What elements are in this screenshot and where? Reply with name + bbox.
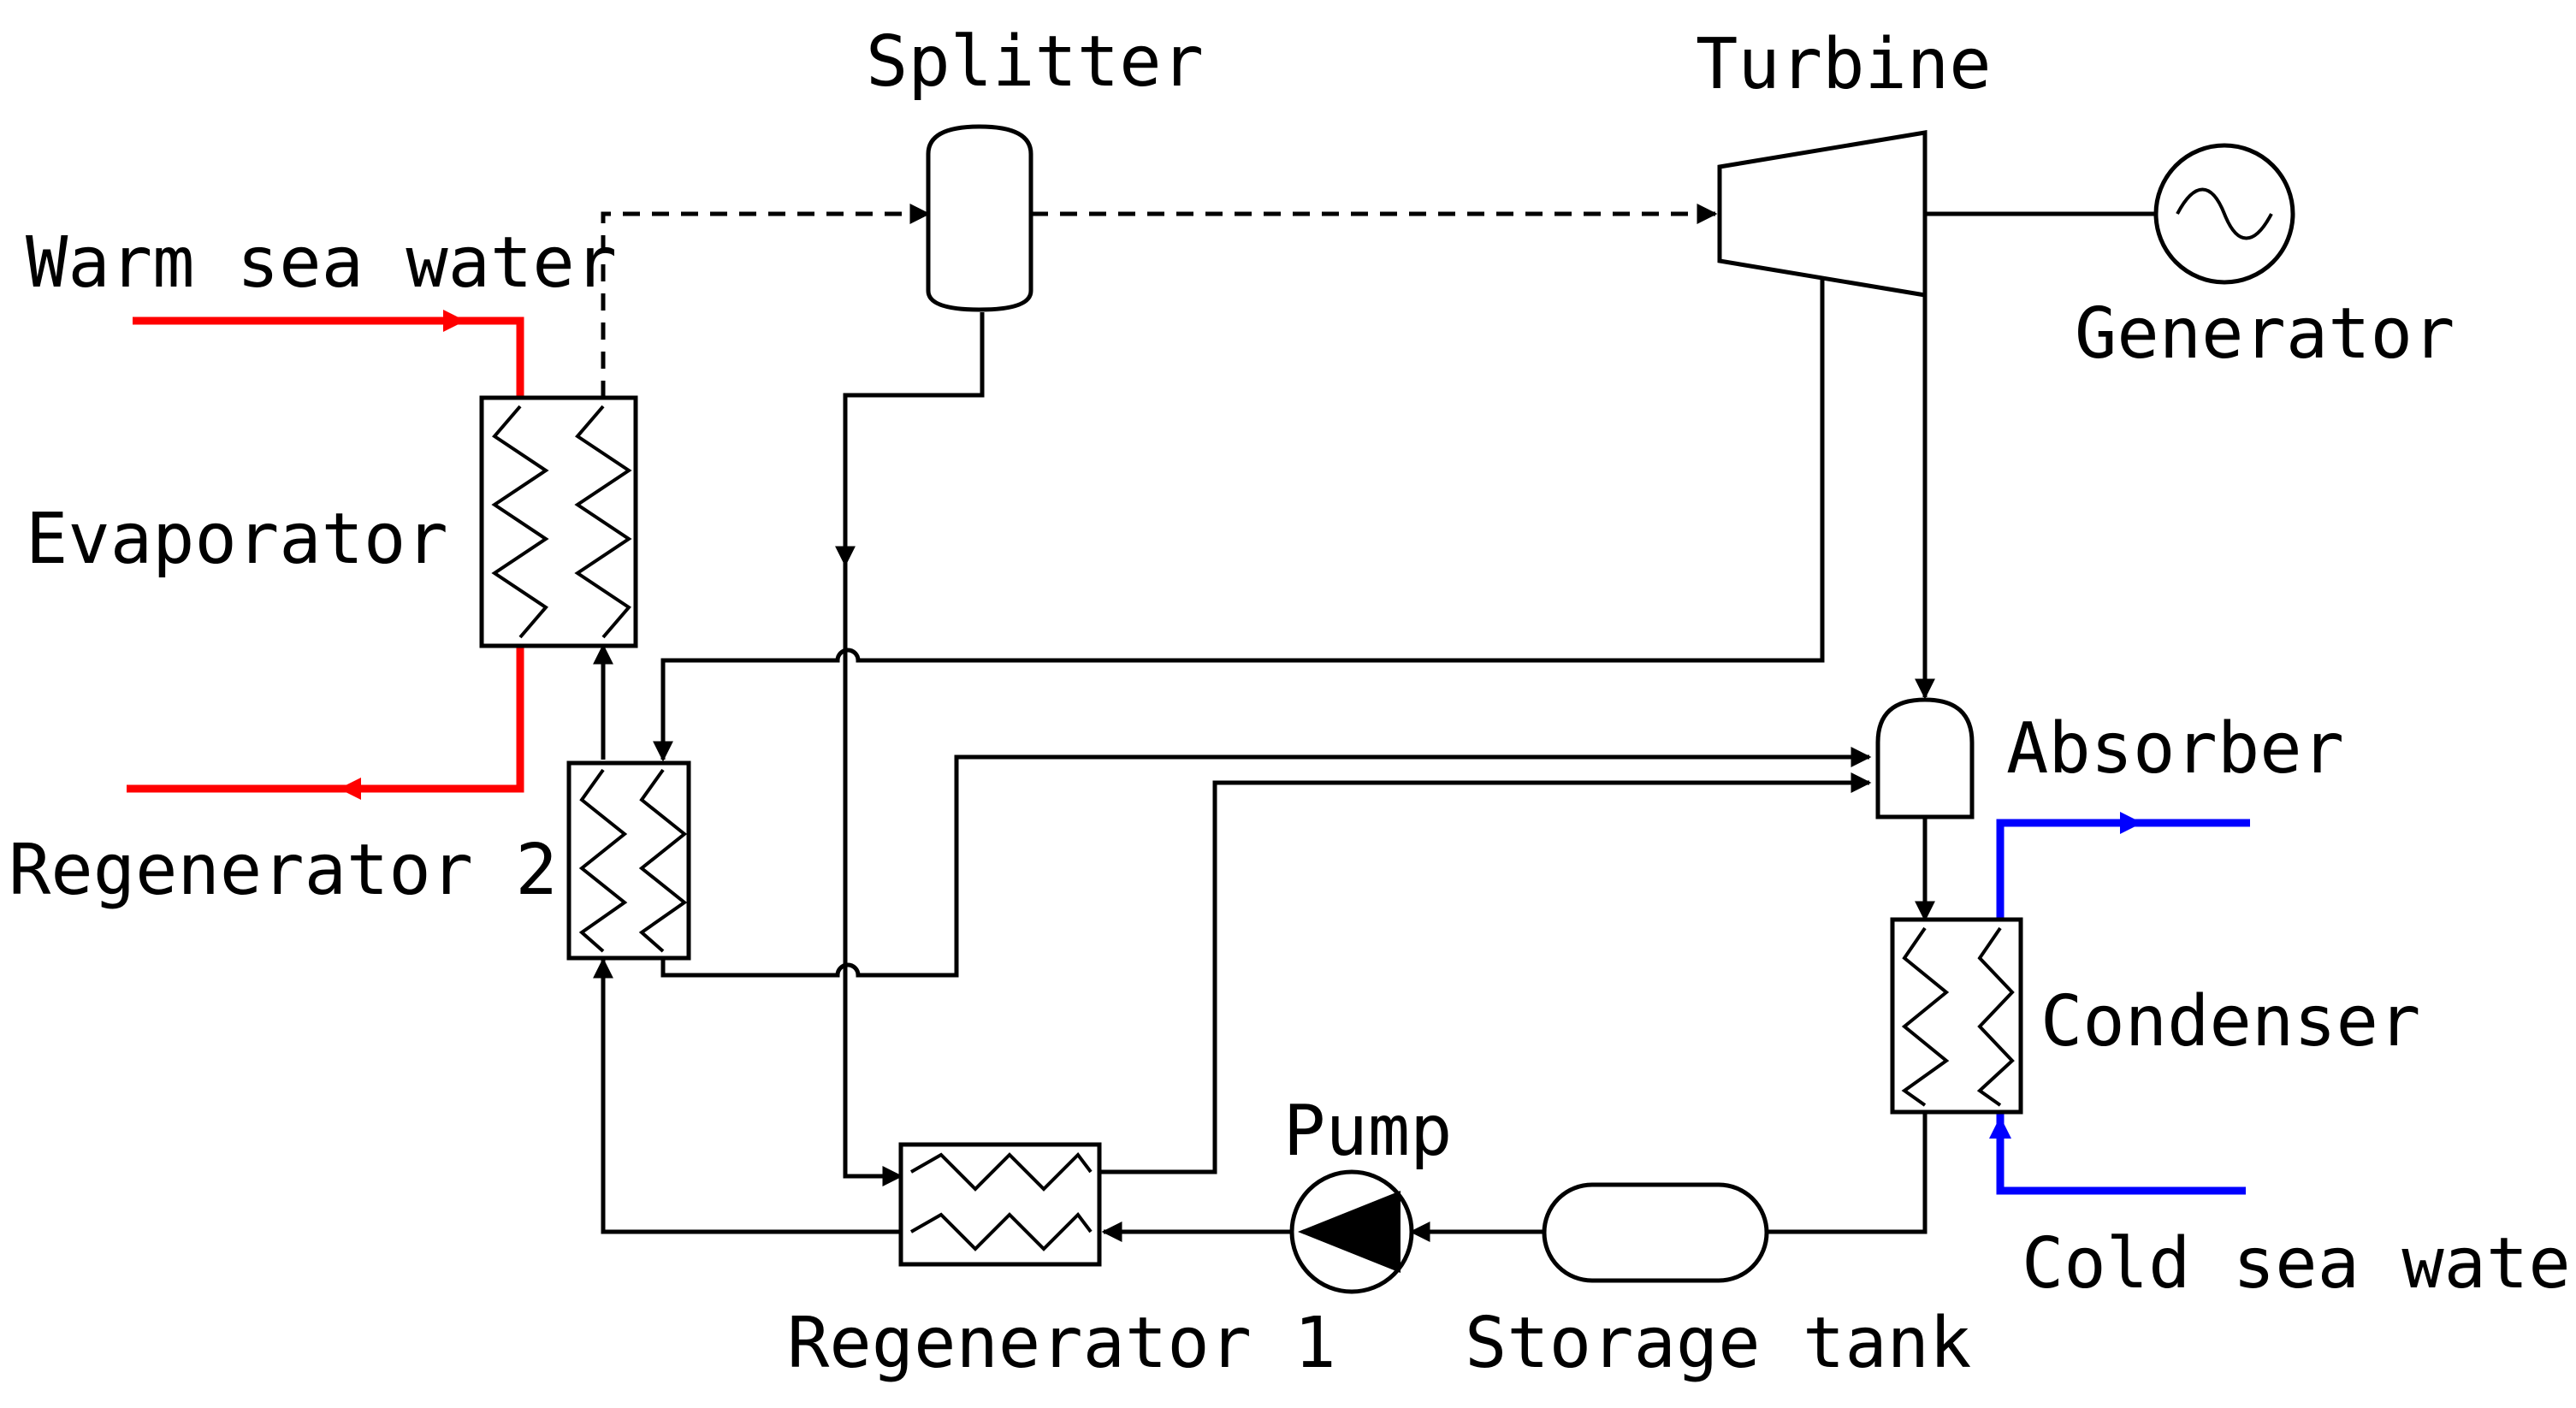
label-generator: Generator	[2075, 293, 2455, 375]
pump	[1289, 1169, 1414, 1294]
label-turbine: Turbine	[1696, 24, 1992, 105]
absorber	[1875, 697, 1975, 819]
label-evaporator: Evaporator	[26, 499, 448, 580]
storage-tank	[1542, 1182, 1769, 1283]
label-cold-sea-water: Cold sea water	[2022, 1223, 2576, 1304]
label-condenser: Condenser	[2040, 981, 2420, 1062]
vapor-line	[601, 204, 1718, 398]
regenerator-1	[898, 1142, 1102, 1267]
label-warm-sea-water: Warm sea water	[26, 222, 617, 304]
label-absorber: Absorber	[2006, 708, 2344, 790]
label-pump: Pump	[1283, 1091, 1452, 1172]
label-splitter: Splitter	[866, 21, 1204, 103]
process-lines	[593, 211, 2156, 1242]
generator	[2153, 143, 2295, 285]
turbine	[1717, 130, 1928, 298]
label-regenerator-2: Regenerator 2	[9, 830, 558, 911]
warm-sea-water-line	[127, 310, 524, 800]
regenerator-2	[566, 760, 691, 961]
splitter	[926, 124, 1033, 312]
label-regenerator-1: Regenerator 1	[787, 1303, 1336, 1384]
evaporator	[479, 395, 638, 648]
condenser	[1890, 917, 2023, 1115]
label-storage-tank: Storage tank	[1465, 1303, 1971, 1384]
cold-sea-water-line	[1989, 812, 2250, 1195]
